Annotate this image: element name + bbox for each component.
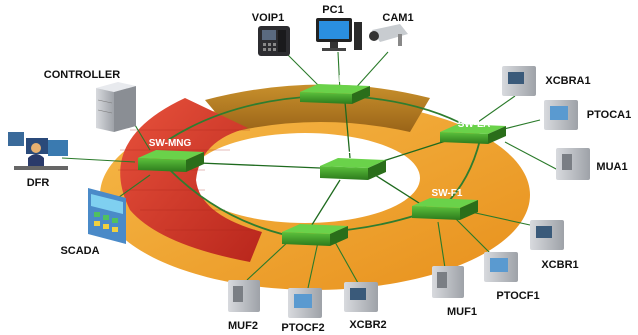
ring-red-segment — [120, 98, 262, 262]
device-label-ptoca1: PTOCA1 — [587, 109, 631, 121]
security-camera-icon — [369, 24, 408, 46]
voip-phone-icon — [258, 26, 290, 56]
switch-sw-la: SW-LA — [440, 119, 506, 144]
device-label-cam1: CAM1 — [382, 12, 413, 24]
controller-server-icon — [96, 82, 136, 132]
switch-label: SW-MNG — [149, 138, 192, 149]
switch-sw-f2: SW-F2 — [282, 213, 348, 246]
ring-red-texture — [118, 129, 255, 231]
device-label-xcbr2: XCBR2 — [349, 319, 386, 331]
switch-label: SW-CTR — [332, 147, 373, 158]
pc-icon — [316, 18, 362, 51]
ied-ptoca1-icon — [544, 100, 578, 130]
switch-label: SW-F2 — [283, 213, 314, 224]
device-label-scada: SCADA — [60, 245, 99, 257]
ied-xcbr2-icon — [344, 282, 378, 312]
device-label-xcbr1: XCBR1 — [541, 259, 578, 271]
ied-ptocf2-icon — [288, 288, 322, 318]
switch-sw-ctr: SW-CTR — [320, 147, 386, 180]
switch-sw-f1: SW-F1 — [412, 188, 478, 220]
scada-screen-icon — [88, 188, 126, 244]
switch-label: SW-PC — [319, 74, 352, 85]
device-label-muf2: MUF2 — [228, 320, 258, 332]
ied-xcbra1-icon — [502, 66, 536, 96]
switch-label: SW-F1 — [432, 188, 463, 199]
device-label-mua1: MUA1 — [596, 161, 627, 173]
switch-sw-mng: SW-MNG — [138, 138, 204, 172]
ied-ptocf1-icon — [484, 252, 518, 282]
ied-muf2-icon — [228, 280, 260, 312]
ied-xcbr1-icon — [530, 220, 564, 250]
device-label-voip1: VOIP1 — [252, 12, 284, 24]
ied-mua1-icon — [556, 148, 590, 180]
switch-label: SW-LA — [458, 119, 491, 130]
ied-muf1-icon — [432, 266, 464, 298]
device-label-controller: CONTROLLER — [44, 69, 120, 81]
device-label-pc1: PC1 — [322, 4, 343, 16]
device-label-ptocf1: PTOCF1 — [496, 290, 539, 302]
device-label-dfr: DFR — [27, 177, 50, 189]
switch-sw-pc: SW-PC — [300, 74, 370, 104]
device-label-muf1: MUF1 — [447, 306, 477, 318]
device-label-ptocf2: PTOCF2 — [281, 322, 324, 334]
dfr-operator-workstation-icon — [8, 132, 68, 170]
device-label-xcbra1: XCBRA1 — [545, 75, 590, 87]
ring-brown-segment — [205, 84, 430, 132]
